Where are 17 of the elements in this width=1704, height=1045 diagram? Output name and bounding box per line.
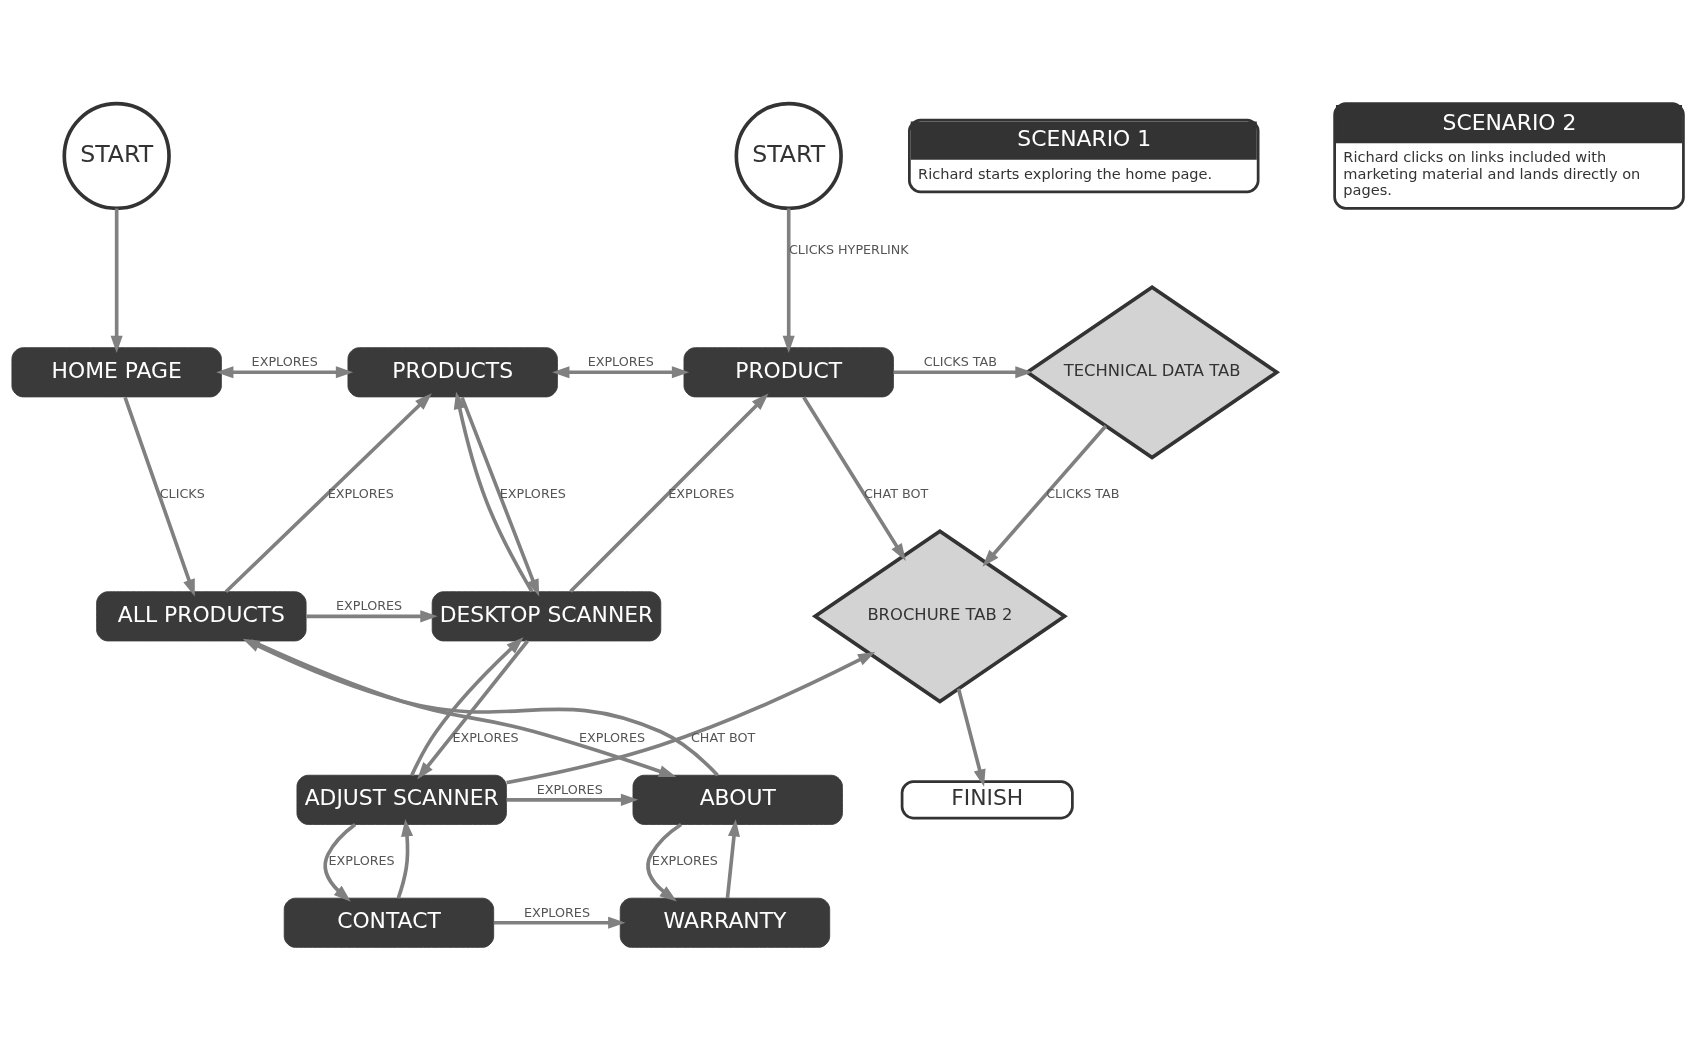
edge-label: EXPLORES [536, 781, 603, 797]
edge-label: CLICKS TAB [923, 353, 998, 369]
edge-label: CLICKS [159, 485, 205, 501]
edge-label: EXPLORES [251, 353, 318, 369]
edge-label: EXPLORES [328, 852, 395, 868]
edge-label: EXPLORES [327, 485, 394, 501]
edge-label: EXPLORES [668, 485, 735, 501]
edge-label: CHAT BOT [690, 729, 756, 745]
edge-label: EXPLORES [579, 729, 646, 745]
edge-label: EXPLORES [336, 597, 403, 613]
edge-label: EXPLORES [587, 353, 654, 369]
edge-label: EXPLORES [651, 852, 718, 868]
edge-label: CHAT BOT [863, 485, 929, 501]
edge-label: EXPLORES [452, 729, 519, 745]
edge-label: EXPLORES [523, 904, 590, 920]
edge-label: CLICKS TAB [1046, 485, 1120, 501]
edge-label: EXPLORES [499, 485, 566, 501]
